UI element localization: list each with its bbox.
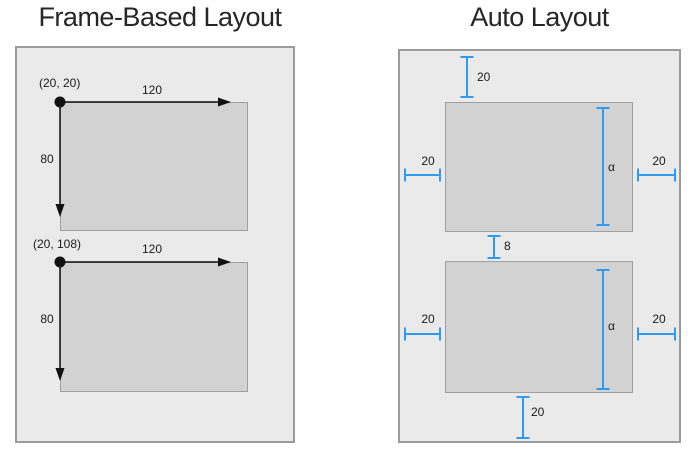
auto-layout-title: Auto Layout — [470, 2, 609, 32]
right-margin-beam — [637, 327, 676, 341]
left-margin-label: 20 — [421, 154, 435, 168]
auto-layout-panel: 20 20 20 α 8 20 20 α 20 — [398, 49, 681, 443]
height-constraint-label: α — [608, 319, 615, 333]
spacing-beam — [487, 235, 501, 259]
right-margin-label: 20 — [652, 154, 666, 168]
right-margin-beam — [637, 168, 676, 182]
frame-view-box-2 — [60, 262, 248, 392]
width-label: 120 — [141, 83, 163, 97]
bottom-margin-label: 20 — [531, 405, 545, 419]
height-label: 80 — [40, 152, 54, 166]
width-label: 120 — [141, 242, 163, 256]
frame-based-panel: (20, 20) 120 80 (20, 108) 120 80 — [15, 46, 295, 443]
origin-label: (20, 108) — [33, 237, 82, 251]
height-constraint-label: α — [608, 160, 615, 174]
height-label: 80 — [40, 312, 54, 326]
top-margin-label: 20 — [477, 70, 491, 84]
right-margin-label: 20 — [652, 312, 666, 326]
origin-label: (20, 20) — [39, 76, 81, 90]
left-margin-beam — [404, 327, 441, 341]
top-margin-beam — [460, 56, 474, 98]
spacing-label: 8 — [504, 239, 511, 253]
left-margin-label: 20 — [421, 312, 435, 326]
frame-view-box-1 — [60, 102, 248, 231]
frame-based-title: Frame-Based Layout — [38, 2, 282, 32]
auto-view-box-1 — [445, 102, 633, 232]
auto-view-box-2 — [445, 261, 633, 393]
left-margin-beam — [404, 168, 441, 182]
bottom-margin-beam — [516, 396, 530, 439]
